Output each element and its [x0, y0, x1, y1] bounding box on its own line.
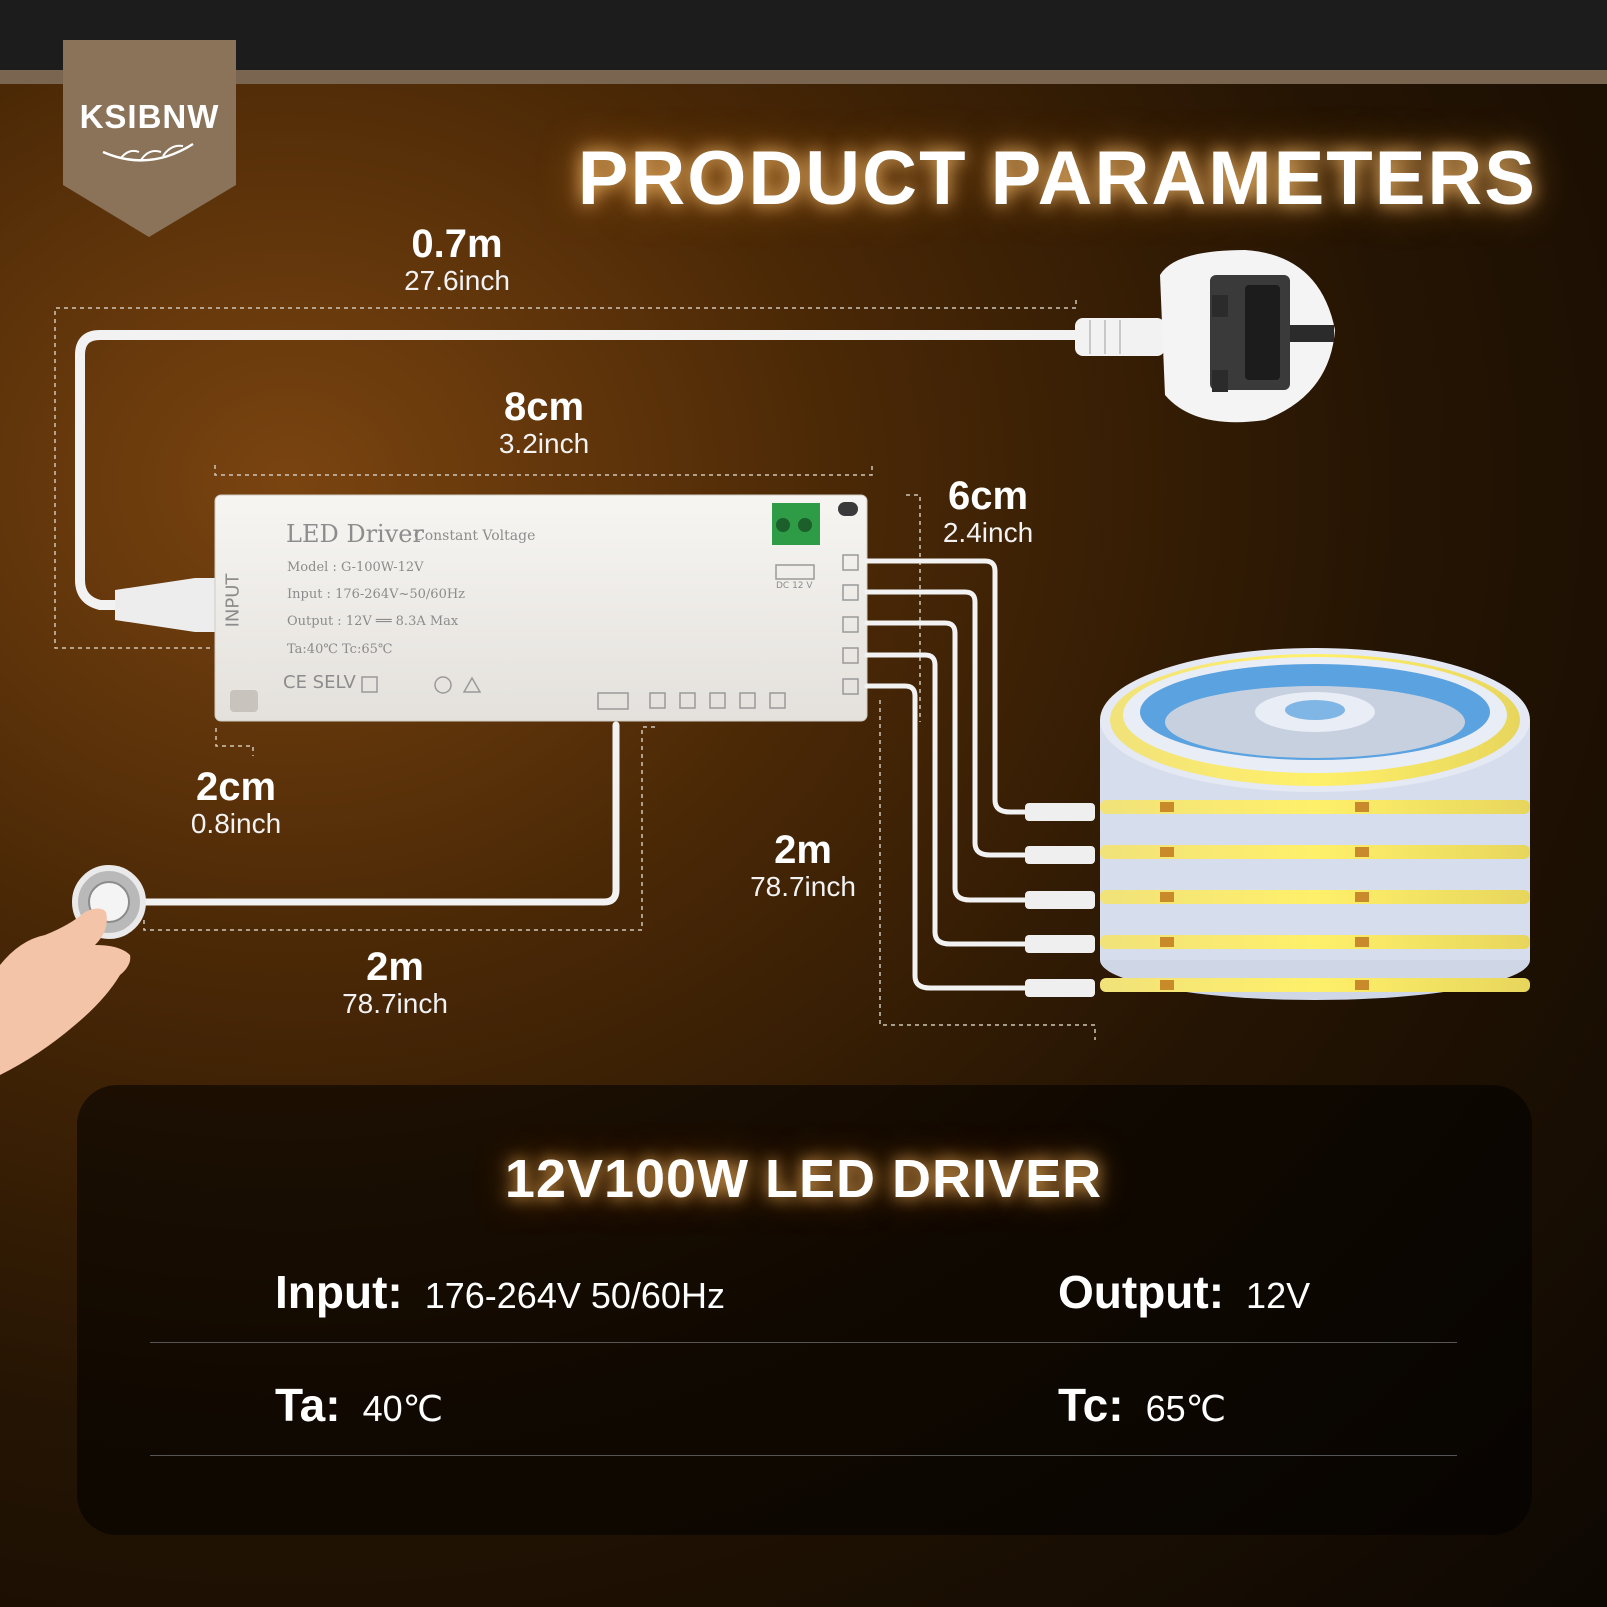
spec-colon: : — [1208, 1266, 1225, 1318]
top-bar — [0, 0, 1607, 70]
spec-colon: : — [325, 1379, 341, 1431]
spec-output: Output:12V — [1058, 1265, 1310, 1319]
spec-colon: : — [387, 1266, 403, 1318]
spec-value: 12V — [1246, 1275, 1311, 1316]
spec-value: 40℃ — [362, 1388, 444, 1429]
specs-title: 12V100W LED DRIVER — [504, 1149, 1103, 1209]
spec-divider — [150, 1455, 1457, 1456]
dimension-driver-height: 2cm 0.8inch — [191, 765, 281, 839]
dimension-unit-alt: 78.7inch — [750, 871, 856, 902]
dimension-value: 2cm — [195, 765, 277, 809]
dimension-driver-depth: 6cm 2.4inch — [943, 474, 1033, 548]
spec-label: Ta — [275, 1379, 326, 1431]
dimension-unit-alt: 0.8inch — [190, 808, 282, 839]
spec-label: Tc — [1058, 1379, 1109, 1431]
dimension-value: 6cm — [947, 474, 1029, 518]
spec-ta: Ta:40℃ — [275, 1378, 443, 1432]
spec-label: Input — [275, 1266, 388, 1318]
dimension-value: 8cm — [503, 385, 585, 429]
dimension-unit-alt: 27.6inch — [404, 265, 510, 296]
spec-input: Input:176-264V 50/60Hz — [275, 1265, 725, 1319]
driver-input: Input : 176-264V~50/60Hz — [287, 587, 466, 602]
driver-temp: Ta:40℃ Tc:65℃ — [287, 642, 393, 657]
brand-badge — [63, 40, 236, 237]
dimension-value: 0.7m — [411, 222, 503, 266]
driver-title: LED Driver — [286, 520, 424, 548]
spec-divider — [150, 1342, 1457, 1343]
spec-colon: : — [1108, 1379, 1124, 1431]
spec-label: Output — [1058, 1266, 1209, 1318]
driver-model: Model : G-100W-12V — [287, 560, 424, 575]
top-accent-line — [0, 70, 1607, 84]
dimension-switch-cable: 2m 78.7inch — [342, 945, 448, 1019]
dimension-output-cables: 2m 78.7inch — [750, 828, 856, 902]
dimension-unit-alt: 3.2inch — [498, 428, 590, 459]
dimension-driver-length: 8cm 3.2inch — [499, 385, 589, 459]
driver-input-side-label: INPUT — [222, 573, 244, 628]
specs-panel — [77, 1085, 1532, 1535]
spec-tc: Tc:65℃ — [1058, 1378, 1226, 1432]
driver-subtitle: Constant Voltage — [414, 528, 536, 544]
uk-plug — [1075, 250, 1335, 423]
brand-logo: KSIBNW — [79, 98, 220, 135]
driver-output: Output : 12V ══ 8.3A Max — [287, 614, 459, 629]
driver-dc-label: DC 12 V — [776, 581, 813, 591]
dimension-unit-alt: 2.4inch — [942, 517, 1034, 548]
spec-value: 65℃ — [1145, 1388, 1227, 1429]
dimension-cable-plug: 0.7m 27.6inch — [404, 222, 510, 296]
dimension-unit-alt: 78.7inch — [342, 988, 448, 1019]
dimension-value: 2m — [774, 828, 832, 872]
page-title: PRODUCT PARAMETERS — [577, 136, 1537, 221]
dimension-value: 2m — [366, 945, 424, 989]
led-driver-body — [214, 494, 868, 722]
hand — [0, 908, 131, 1075]
driver-certifications: CE SELV — [283, 672, 356, 693]
led-strip-reels — [1100, 648, 1530, 1000]
spec-value: 176-264V 50/60Hz — [424, 1275, 725, 1316]
